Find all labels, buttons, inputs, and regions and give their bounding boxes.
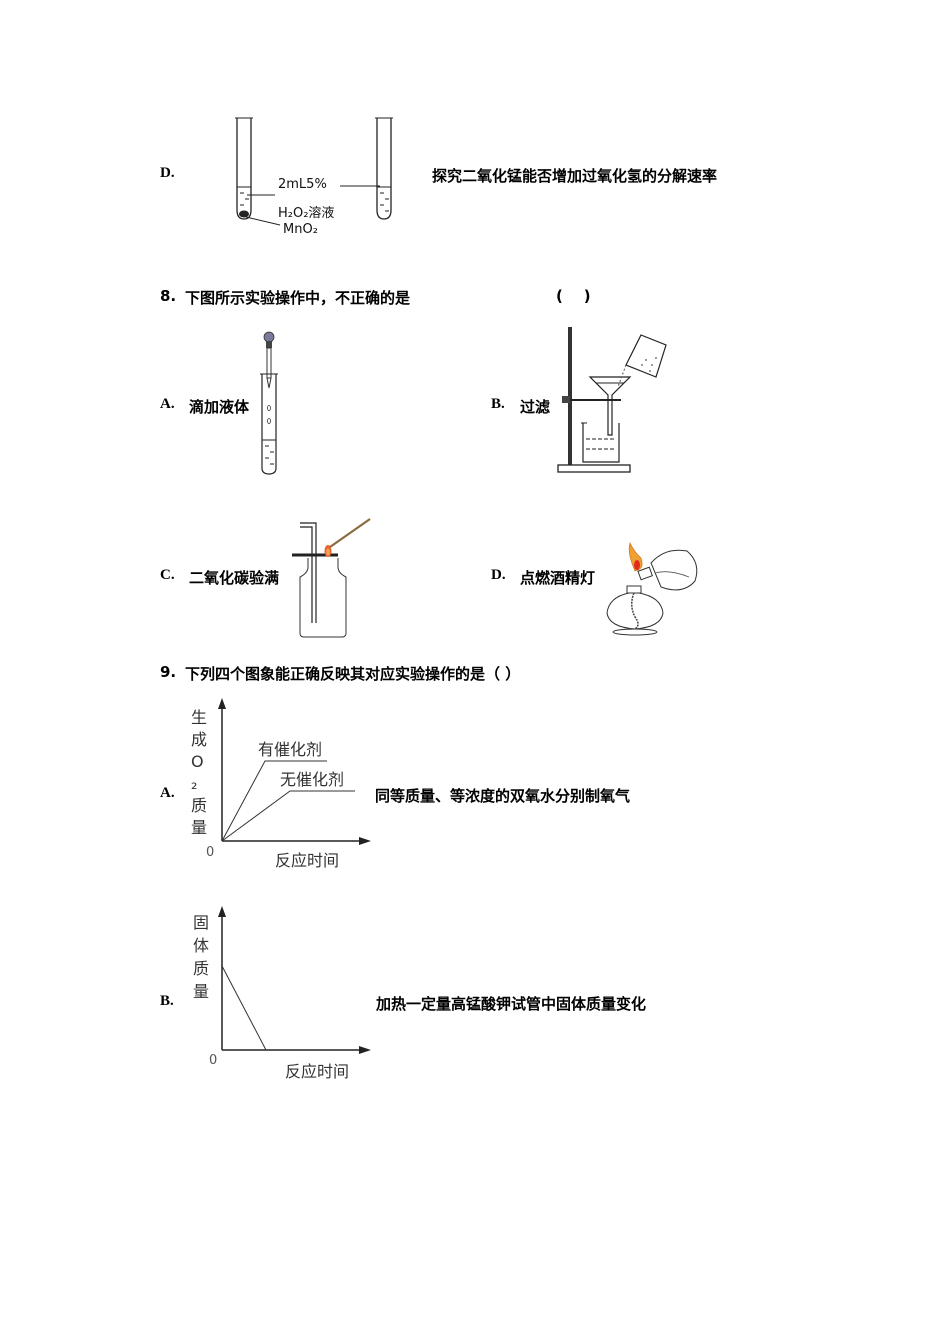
- chart-a-ylabel: 生成O₂质量: [191, 708, 208, 837]
- dropper-test-tube-icon: [260, 331, 278, 475]
- alcohol-lamp-icon: [606, 542, 698, 636]
- chart-b-axes: [218, 906, 371, 1054]
- q8-option-c-text: 二氧化碳验满: [189, 569, 280, 587]
- q8-option-d-letter: D.: [491, 567, 506, 583]
- chart-a-axes: [218, 698, 371, 845]
- chart-a: 生成O₂质量 有催化剂 无催化剂 0 反应时间: [185, 695, 375, 875]
- filtration-apparatus-icon: [557, 327, 667, 473]
- test-tubes-figure: [235, 117, 393, 226]
- chart-a-origin: 0: [206, 845, 215, 860]
- q9-option-a-text: 同等质量、等浓度的双氧水分别制氧气: [375, 787, 631, 805]
- q8-answer-blank[interactable]: ( ): [556, 287, 591, 305]
- chart-b-ylabel: 固体质量: [193, 913, 210, 1001]
- gas-bottle-burning-stick-icon: [292, 518, 371, 638]
- q9-option-b-letter: B.: [160, 993, 174, 1009]
- q7-option-d-letter: D.: [160, 165, 175, 181]
- q8-option-d-text: 点燃酒精灯: [520, 569, 596, 587]
- catalyst-label: MnO₂: [283, 222, 318, 237]
- q8-number: 8.: [160, 287, 177, 305]
- q8-option-c-letter: C.: [160, 567, 175, 583]
- chart-b-origin: 0: [209, 1053, 218, 1068]
- q7-option-d-text: 探究二氧化锰能否增加过氧化氢的分解速率: [432, 167, 718, 185]
- q8-option-b-text: 过滤: [520, 398, 551, 416]
- q9-number: 9.: [160, 663, 177, 681]
- chart-a-series-2-label: 无催化剂: [280, 770, 345, 789]
- q9-option-a-letter: A.: [160, 785, 175, 801]
- q8-option-b-letter: B.: [491, 396, 505, 412]
- chart-a-xlabel: 反应时间: [275, 851, 340, 870]
- q8-stem: 下图所示实验操作中，不正确的是: [185, 289, 411, 307]
- q8-option-a-letter: A.: [160, 396, 175, 412]
- chart-b: 固体质量 0 反应时间: [185, 903, 375, 1083]
- volume-label: 2mL5%: [278, 177, 327, 192]
- solution-label: H₂O₂溶液: [278, 206, 335, 221]
- chart-a-series-1-label: 有催化剂: [258, 740, 323, 759]
- q8-option-a-text: 滴加液体: [189, 398, 250, 416]
- q9-option-b-text: 加热一定量高锰酸钾试管中固体质量变化: [376, 995, 647, 1013]
- chart-b-xlabel: 反应时间: [285, 1062, 350, 1081]
- q9-stem: 下列四个图象能正确反映其对应实验操作的是（ ）: [185, 665, 521, 683]
